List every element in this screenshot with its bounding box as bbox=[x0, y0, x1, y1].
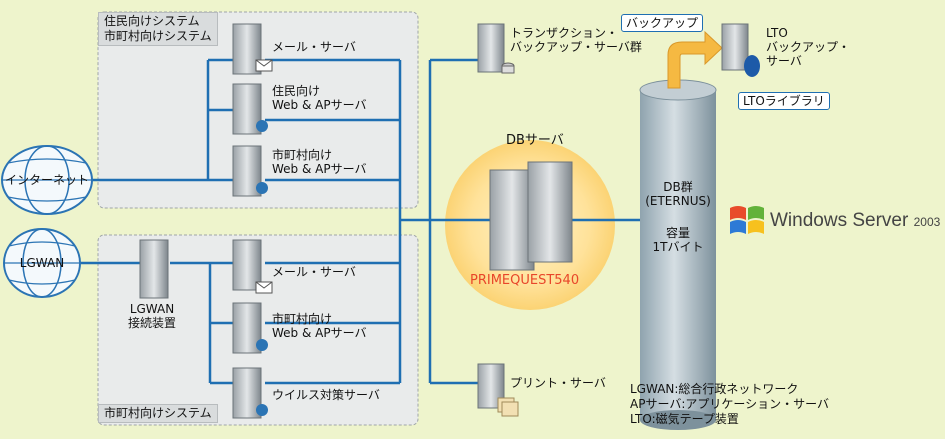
legend-line-2: APサーバ:アプリケーション・サーバ bbox=[630, 397, 830, 411]
lgwan-label: LGWAN bbox=[19, 256, 65, 270]
municipal-group-label: 市町村向けシステム bbox=[98, 404, 218, 423]
antivirus-server-label: ウイルス対策サーバ bbox=[272, 388, 380, 402]
brand-name: Windows Server bbox=[770, 210, 909, 231]
windows-server-brand: Windows Server 2003 bbox=[770, 210, 940, 233]
legend-line-3: LTO:磁気テープ装置 bbox=[630, 412, 739, 426]
server-icons bbox=[139, 23, 749, 419]
municipal-web-server-bottom-label: 市町村向け Web & APサーバ bbox=[272, 312, 367, 340]
resident-web-server-label: 住民向け Web & APサーバ bbox=[272, 84, 367, 112]
mail-server-top-label: メール・サーバ bbox=[272, 40, 356, 54]
network-lines bbox=[80, 58, 640, 385]
legend-line-1: LGWAN:総合行政ネットワーク bbox=[630, 382, 799, 396]
backup-arrow bbox=[667, 30, 723, 89]
db-model-name: PRIMEQUEST540 bbox=[470, 273, 580, 288]
transaction-backup-label: トランザクション・ バックアップ・サーバ群 bbox=[510, 26, 642, 54]
internet-globe-icon bbox=[1, 145, 93, 215]
lto-backup-server-label: LTO バックアップ・ サーバ bbox=[766, 26, 851, 68]
lgwan-device-label: LGWAN 接続装置 bbox=[128, 302, 177, 330]
internet-label: インターネット bbox=[4, 173, 89, 187]
tape-lto-icon bbox=[744, 55, 760, 77]
lgwan-globe-icon bbox=[3, 228, 81, 298]
municipal-web-server-top-label: 市町村向け Web & APサーバ bbox=[272, 148, 367, 176]
db-cylinder-label: DB群 (ETERNUS) bbox=[645, 180, 711, 208]
db-server-title: DBサーバ bbox=[506, 133, 564, 148]
backup-callout: バックアップ bbox=[621, 14, 704, 32]
windows-logo-icon bbox=[730, 206, 764, 234]
print-server-label: プリント・サーバ bbox=[510, 376, 606, 390]
mail-server-bottom-label: メール・サーバ bbox=[272, 265, 356, 279]
disk-icon bbox=[501, 62, 515, 74]
db-capacity-label: 容量 1Tバイト bbox=[652, 226, 704, 254]
db-cylinder bbox=[639, 79, 717, 430]
paper-stack-icon bbox=[497, 397, 519, 417]
resident-group-label: 住民向けシステム 市町村向けシステム bbox=[98, 12, 218, 46]
brand-version: 2003 bbox=[913, 215, 941, 229]
lto-library-callout: LTOライブラリ bbox=[738, 92, 830, 110]
web-globe-badge-icons bbox=[256, 120, 268, 416]
mail-envelope-icons bbox=[255, 59, 273, 294]
